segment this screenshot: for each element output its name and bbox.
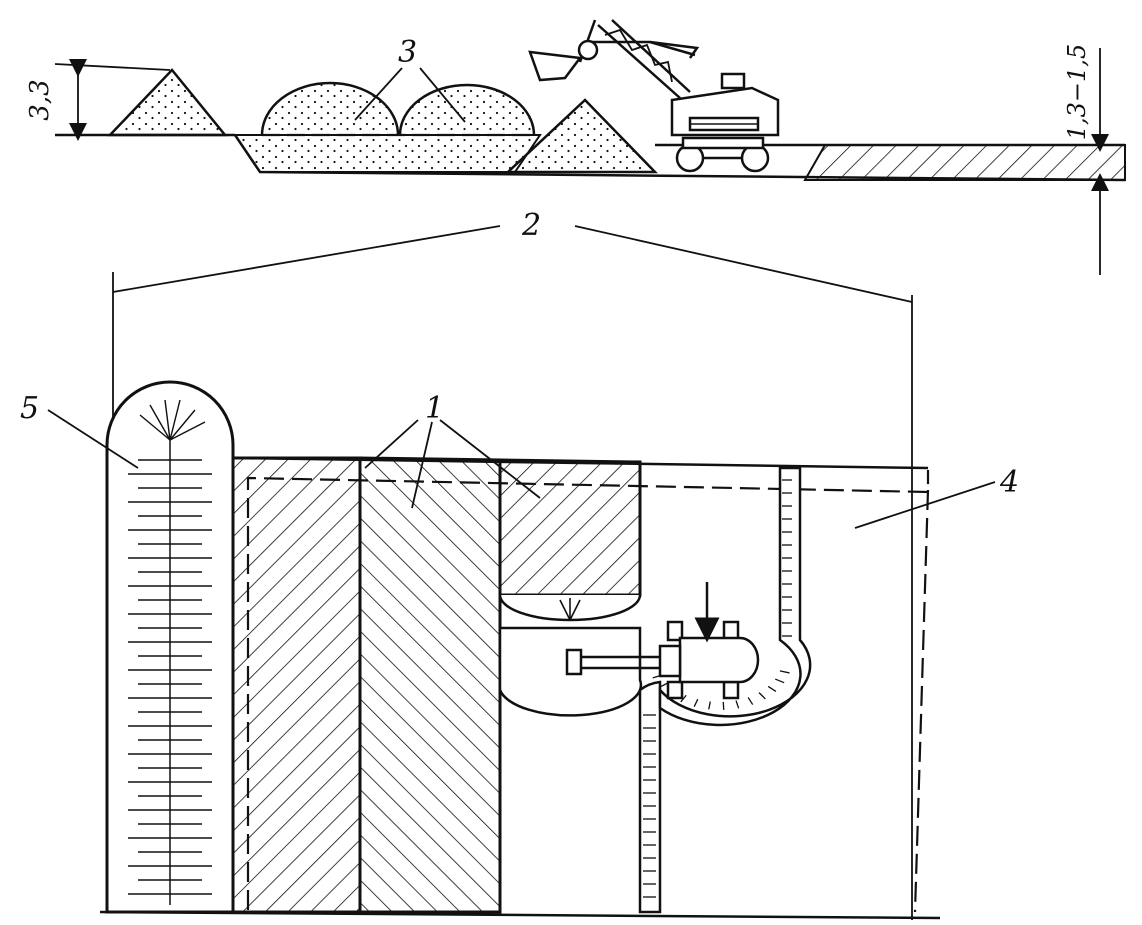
callout-2-label: 2 — [521, 208, 541, 243]
callout-3: 3 — [354, 35, 466, 123]
dim-depth-mark: 1,3−1,5 — [1063, 44, 1109, 275]
dome-stockpile-1 — [260, 81, 400, 136]
callout-1: 1 — [364, 391, 541, 509]
dim-depth-label: 1,3−1,5 — [1063, 44, 1091, 140]
callout-5: 5 — [20, 391, 139, 469]
stockpile-left — [107, 68, 228, 137]
callout-4: 4 — [854, 465, 1019, 529]
stockpile-right — [504, 98, 658, 174]
hatched-strip-b — [358, 456, 502, 914]
undisturbed-ground — [803, 144, 1126, 181]
hatched-strip-a — [231, 456, 362, 914]
bulldozer-icon — [565, 620, 760, 700]
hatched-block — [498, 458, 642, 597]
dome-stockpile-2 — [398, 83, 536, 136]
excavator-icon — [528, 19, 780, 173]
trench-fill — [233, 134, 542, 173]
spoil-strip-5 — [105, 380, 235, 914]
cross-section: 3,3 1,3−1,5 3 — [25, 19, 1126, 275]
dim-height-mark: 3,3 — [25, 59, 171, 141]
callout-3-label: 3 — [398, 35, 417, 70]
dashed-boundary — [246, 470, 930, 913]
u-channel — [638, 466, 812, 914]
plan-view: 2 — [20, 208, 1019, 920]
callout-5-label: 5 — [20, 391, 39, 426]
callout-4-label: 4 — [999, 465, 1019, 500]
plan-top-edge — [232, 456, 929, 470]
dim-height-label: 3,3 — [25, 79, 55, 120]
callout-1-label: 1 — [425, 391, 444, 426]
